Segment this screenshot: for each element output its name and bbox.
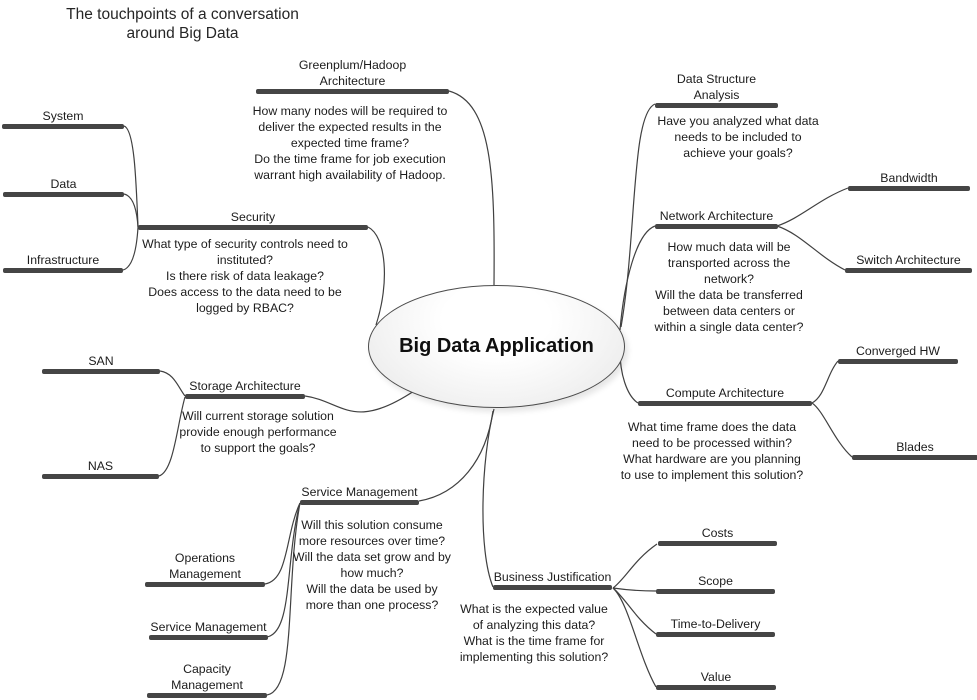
node-value[interactable]: Value: [656, 670, 776, 690]
node-data-structure[interactable]: Data Structure Analysis: [655, 72, 778, 108]
link-system-security: [123, 125, 139, 228]
node-data[interactable]: Data: [3, 177, 124, 197]
link-business-center: [482, 408, 495, 588]
node-storage-label: Storage Architecture: [189, 379, 301, 393]
link-san-storage: [159, 370, 186, 397]
link-network-bandwidth: [776, 187, 849, 227]
link-security-center: [367, 226, 385, 326]
node-storage[interactable]: Storage Architecture: [185, 379, 305, 399]
link-network-switch: [776, 225, 846, 271]
node-greenplum[interactable]: Greenplum/Hadoop Architecture: [256, 58, 449, 94]
note-security: What type of security controls need to i…: [142, 237, 348, 315]
node-security-label: Security: [230, 210, 276, 224]
node-scope[interactable]: Scope: [656, 574, 775, 594]
node-infrastructure-label: Infrastructure: [26, 253, 100, 267]
note-business: What is the expected value of analyzing …: [459, 602, 609, 664]
node-nas[interactable]: NAS: [42, 459, 159, 479]
link-servicemgmt-center: [418, 410, 494, 502]
node-value-label: Value: [700, 670, 732, 684]
node-infrastructure[interactable]: Infrastructure: [3, 253, 123, 273]
link-servicesub-servicemgmt: [266, 502, 301, 638]
link-business-value: [612, 587, 657, 688]
node-blades-label: Blades: [896, 440, 934, 454]
node-service-mgmt-sub-label: Service Management: [150, 620, 267, 634]
node-converged[interactable]: Converged HW: [838, 344, 958, 364]
link-compute-converged: [811, 360, 839, 404]
node-blades[interactable]: Blades: [852, 440, 977, 460]
node-scope-label: Scope: [698, 574, 733, 588]
note-network: How much data will be transported across…: [654, 240, 804, 334]
link-operations-servicemgmt: [264, 502, 301, 585]
link-network-center: [619, 225, 656, 331]
node-operations-mgmt-label: Operations Management: [169, 551, 241, 581]
node-switch-label: Switch Architecture: [856, 253, 961, 267]
note-data-structure: Have you analyzed what data needs to be …: [657, 114, 819, 160]
node-operations-mgmt[interactable]: Operations Management: [145, 551, 265, 587]
node-security[interactable]: Security: [138, 210, 368, 230]
link-infrastructure-security: [122, 226, 139, 271]
node-service-mgmt-sub[interactable]: Service Management: [149, 620, 268, 640]
node-nas-label: NAS: [87, 459, 114, 473]
link-nas-storage: [158, 396, 186, 477]
node-costs-label: Costs: [701, 526, 734, 540]
link-datastructure-center: [620, 103, 656, 328]
center-node[interactable]: Big Data Application: [368, 285, 625, 408]
link-compute-center: [619, 350, 639, 404]
node-business-label: Business Justification: [493, 570, 612, 584]
node-bandwidth-label: Bandwidth: [880, 171, 938, 185]
node-capacity-mgmt-label: Capacity Management: [171, 662, 243, 692]
link-business-ttd: [612, 587, 657, 635]
link-data-security: [123, 193, 139, 228]
node-compute[interactable]: Compute Architecture: [638, 386, 812, 406]
note-compute: What time frame does the data need to be…: [620, 420, 804, 482]
node-business[interactable]: Business Justification: [493, 570, 612, 590]
node-service-mgmt[interactable]: Service Management: [300, 485, 419, 505]
node-system[interactable]: System: [2, 109, 124, 129]
node-system-label: System: [42, 109, 84, 123]
link-business-scope: [612, 587, 657, 592]
node-converged-label: Converged HW: [855, 344, 941, 358]
link-greenplum-center: [448, 90, 495, 286]
note-service-mgmt: Will this solution consume more resource…: [293, 518, 451, 612]
note-storage: Will current storage solution provide en…: [179, 409, 337, 455]
node-san[interactable]: SAN: [42, 354, 160, 374]
note-greenplum: How many nodes will be required to deliv…: [252, 104, 448, 182]
node-time-to-delivery-label: Time-to-Delivery: [670, 617, 761, 631]
diagram-title: The touchpoints of a conversation around…: [66, 6, 299, 42]
link-business-costs: [612, 543, 658, 589]
node-bandwidth[interactable]: Bandwidth: [848, 171, 970, 191]
node-network[interactable]: Network Architecture: [655, 209, 778, 229]
node-network-label: Network Architecture: [659, 209, 774, 223]
node-capacity-mgmt[interactable]: Capacity Management: [147, 662, 267, 698]
node-data-structure-label: Data Structure Analysis: [676, 72, 757, 102]
node-compute-label: Compute Architecture: [665, 386, 785, 400]
link-storage-center: [304, 390, 415, 413]
node-service-mgmt-label: Service Management: [301, 485, 418, 499]
link-compute-blades: [811, 402, 853, 458]
center-node-label: Big Data Application: [399, 335, 594, 357]
node-data-label: Data: [50, 177, 77, 191]
node-costs[interactable]: Costs: [658, 526, 777, 546]
link-capacity-servicemgmt: [266, 502, 301, 696]
node-time-to-delivery[interactable]: Time-to-Delivery: [656, 617, 775, 637]
node-greenplum-label: Greenplum/Hadoop Architecture: [298, 58, 407, 88]
node-switch[interactable]: Switch Architecture: [845, 253, 972, 273]
node-san-label: SAN: [88, 354, 114, 368]
